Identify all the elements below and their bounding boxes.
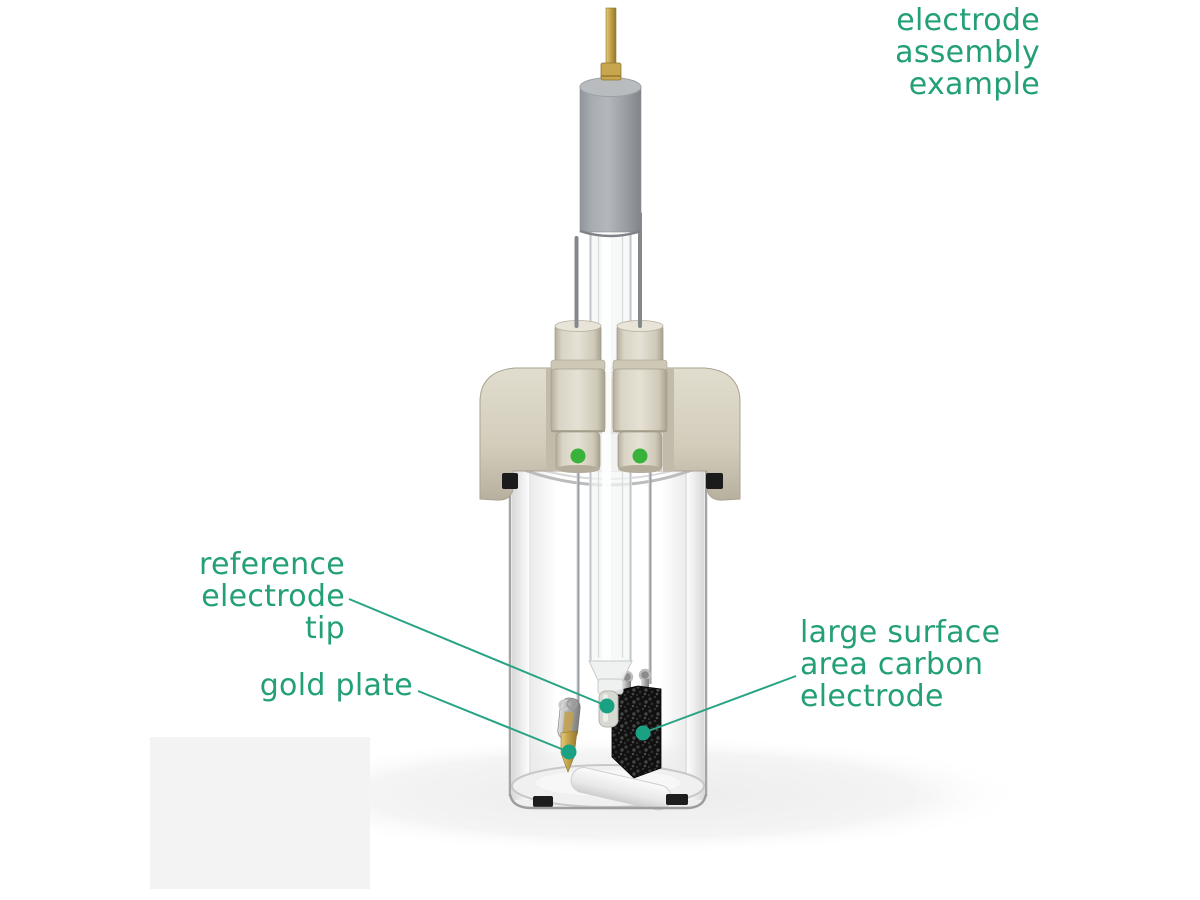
glass-tube <box>588 230 633 728</box>
leader-lines <box>348 598 797 753</box>
figure-caption: electrode assembly example <box>895 3 1040 102</box>
annotation-dot-carbon <box>635 725 651 741</box>
leader-carbon <box>642 675 797 734</box>
annotation-dot-reference-tip <box>599 698 615 714</box>
port-indicator-dot <box>632 448 648 464</box>
electrode-wires <box>576 466 652 702</box>
leader-reference-tip <box>348 598 608 707</box>
label-gold-plate: gold plate <box>259 668 413 703</box>
annotation-dot-gold-plate <box>561 744 577 760</box>
vessel-foot-left <box>533 796 553 807</box>
cap-port-fitting-right <box>612 320 668 473</box>
table-surface <box>150 737 370 889</box>
label-reference-electrode-tip: reference electrode tip <box>199 547 345 646</box>
label-carbon-electrode: large surface area carbon electrode <box>800 615 1001 714</box>
port-indicator-dot <box>570 448 586 464</box>
vessel-bottom <box>508 793 708 810</box>
cap-seal-left <box>502 473 518 489</box>
annotation-dots <box>561 698 651 760</box>
reference-electrode-body <box>579 77 642 238</box>
cap-port-fitting-left <box>550 320 606 473</box>
electrode-rods <box>574 212 642 328</box>
cap-seal-right <box>706 473 723 489</box>
vessel-foot-right <box>666 794 688 805</box>
gold-connector-pin <box>600 7 622 81</box>
leader-gold-plate <box>417 690 570 753</box>
